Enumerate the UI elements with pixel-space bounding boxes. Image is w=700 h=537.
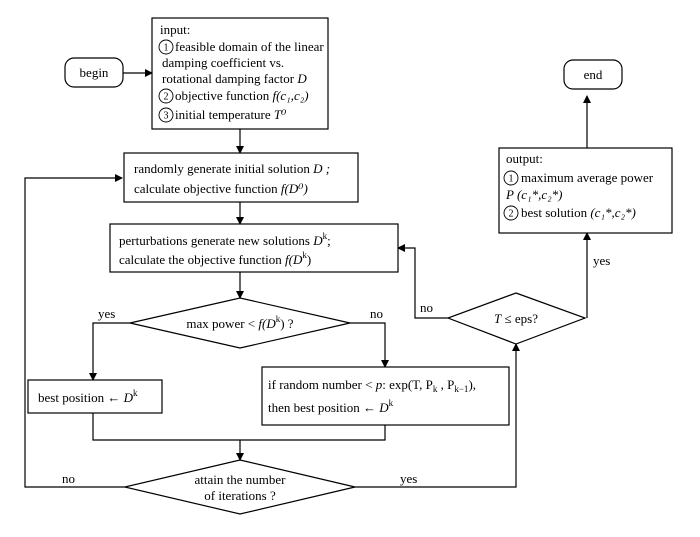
input-number-3: 3 [164, 111, 169, 122]
iter-no-loop-arrow [24, 174, 125, 488]
iteration-line-2: of iterations ? [204, 488, 276, 503]
circled-number-3 [158, 107, 174, 123]
begin-terminal: begin [64, 57, 124, 88]
begin-label: begin [80, 65, 109, 80]
perturb-line-2: calculate the objective function f(Dk) [119, 250, 311, 267]
random-line-1: if random number < p: exp(T, Pk , Pk−1), [268, 377, 476, 394]
output-title: output: [506, 151, 543, 166]
input-line-1c: rotational damping factor D [162, 71, 307, 86]
random-number-box: if random number < p: exp(T, Pk , Pk−1),… [261, 366, 510, 426]
label-yes-iter: yes [400, 471, 417, 486]
circled-number-1 [158, 39, 174, 55]
output-line-1: maximum average power [521, 170, 654, 185]
iteration-decision: attain the number of iterations ? [124, 459, 356, 515]
max-power-text: max power < f(Dk) ? [186, 314, 293, 331]
output-number-1: 1 [509, 174, 514, 185]
init-box: randomly generate initial solution D ; c… [123, 152, 359, 203]
perturb-line-1: perturbations generate new solutions Dk; [119, 231, 331, 248]
label-yes-temp: yes [593, 253, 610, 268]
temperature-text: T ≤ eps? [494, 311, 538, 326]
merge-line [92, 413, 386, 441]
output-circled-number-1 [503, 170, 519, 186]
label-no-right: no [370, 306, 383, 321]
temperature-decision: T ≤ eps? [446, 292, 587, 345]
init-line-2: calculate objective function f(D⁰) [134, 181, 308, 196]
label-yes-left: yes [98, 306, 115, 321]
input-line-3: initial temperature T⁰ [175, 107, 287, 122]
circled-number-2 [158, 88, 174, 104]
input-title: input: [160, 22, 190, 37]
end-terminal: end [563, 59, 623, 90]
max-power-decision: max power < f(Dk) ? [129, 297, 351, 349]
label-no-temp: no [420, 300, 433, 315]
input-box: input: 1 feasible domain of the linear d… [151, 17, 329, 130]
output-circled-number-2 [503, 205, 519, 221]
perturb-box: perturbations generate new solutions Dk;… [109, 223, 399, 273]
iter-yes-arrow [355, 343, 520, 488]
output-line-1b: P (c₁*,c₂*) [505, 187, 562, 202]
best-position-box: best position ← Dk [27, 379, 163, 414]
init-line-1: randomly generate initial solution D ; [134, 161, 330, 176]
output-number-2: 2 [509, 209, 514, 220]
input-line-1b: damping coefficient vs. [162, 55, 284, 70]
end-label: end [584, 67, 603, 82]
iteration-line-1: attain the number [195, 472, 287, 487]
input-line-2: objective function f(c₁,c₂) [175, 88, 309, 103]
input-line-1a: feasible domain of the linear [175, 39, 324, 54]
label-no-iter: no [62, 471, 75, 486]
no-branch-arrow [350, 322, 389, 368]
yes-branch-arrow [89, 322, 130, 381]
input-number-1: 1 [164, 43, 169, 54]
connectors [24, 69, 591, 488]
input-number-2: 2 [164, 92, 169, 103]
temp-no-arrow [397, 244, 448, 319]
branch-labels: yes no no yes no yes [62, 253, 610, 486]
random-line-2: then best position ← Dk [268, 398, 394, 415]
best-position-text: best position ← Dk [38, 388, 138, 405]
output-box: output: 1 maximum average power P (c₁*,c… [498, 147, 673, 234]
output-line-2: best solution (c₁*,c₂*) [521, 205, 636, 220]
